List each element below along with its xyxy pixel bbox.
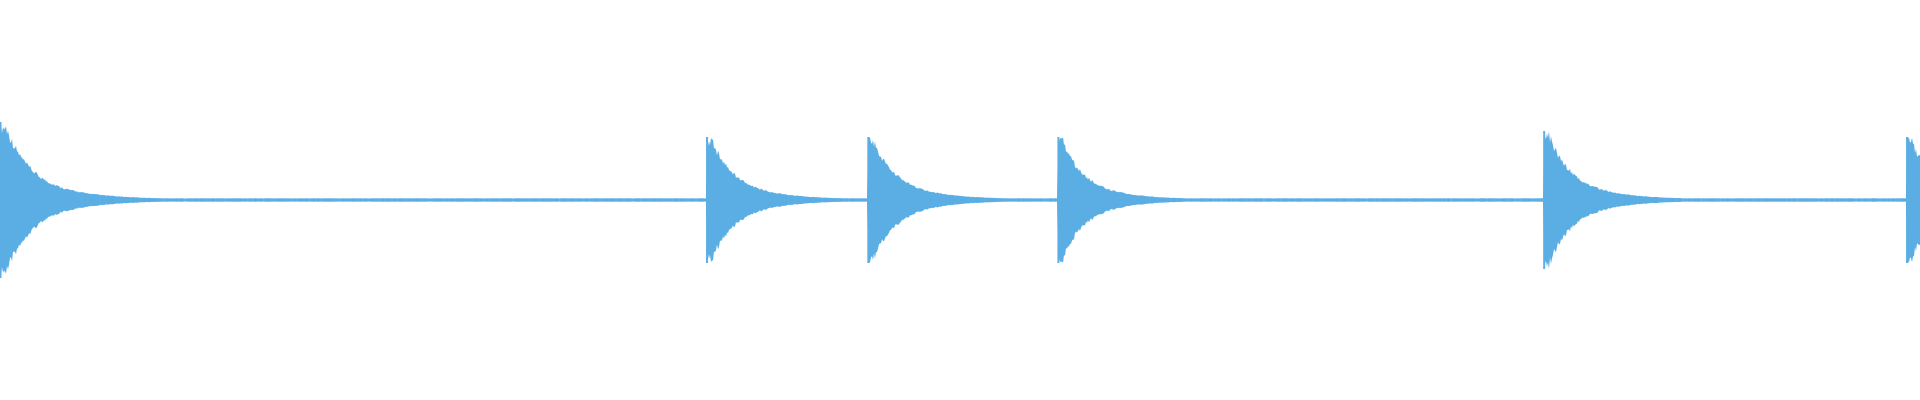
noise-sample: [814, 198, 815, 202]
noise-sample: [37, 198, 38, 202]
noise-sample: [222, 198, 223, 202]
noise-sample: [1591, 198, 1592, 202]
waveform-envelope: [0, 122, 1920, 278]
noise-sample: [1406, 198, 1407, 202]
noise-sample: [1554, 198, 1555, 202]
noise-sample: [518, 198, 519, 202]
noise-sample: [111, 198, 112, 202]
noise-sample: [1850, 198, 1851, 202]
noise-sample: [555, 198, 556, 202]
noise-sample: [407, 198, 408, 202]
noise-sample: [1628, 198, 1629, 202]
noise-sample: [1184, 198, 1185, 202]
noise-sample: [962, 198, 963, 202]
noise-sample: [0, 198, 1, 202]
noise-sample: [1443, 198, 1444, 202]
noise-sample: [851, 198, 852, 202]
noise-sample: [1258, 198, 1259, 202]
noise-sample: [1110, 198, 1111, 202]
noise-sample: [1480, 198, 1481, 202]
noise-sample: [1813, 198, 1814, 202]
noise-sample: [925, 198, 926, 202]
noise-sample: [74, 198, 75, 202]
noise-sample: [1776, 198, 1777, 202]
waveform-samples: [0, 122, 1920, 278]
noise-sample: [444, 198, 445, 202]
noise-sample: [1332, 198, 1333, 202]
noise-sample: [333, 198, 334, 202]
noise-sample: [1147, 198, 1148, 202]
noise-sample: [1073, 198, 1074, 202]
noise-sample: [148, 198, 149, 202]
noise-sample: [185, 198, 186, 202]
noise-sample: [1887, 198, 1888, 202]
noise-sample: [1665, 198, 1666, 202]
noise-sample: [1739, 198, 1740, 202]
noise-sample: [296, 198, 297, 202]
noise-sample: [703, 198, 704, 202]
noise-sample: [740, 198, 741, 202]
noise-sample: [370, 198, 371, 202]
noise-sample: [629, 198, 630, 202]
noise-sample: [1369, 198, 1370, 202]
noise-sample: [1221, 198, 1222, 202]
noise-sample: [1295, 198, 1296, 202]
noise-sample: [481, 198, 482, 202]
noise-sample: [1036, 198, 1037, 202]
noise-sample: [666, 198, 667, 202]
noise-sample: [777, 198, 778, 202]
noise-sample: [1702, 198, 1703, 202]
noise-sample: [888, 198, 889, 202]
noise-sample: [259, 198, 260, 202]
noise-sample: [1517, 198, 1518, 202]
noise-sample: [592, 198, 593, 202]
noise-sample: [999, 198, 1000, 202]
